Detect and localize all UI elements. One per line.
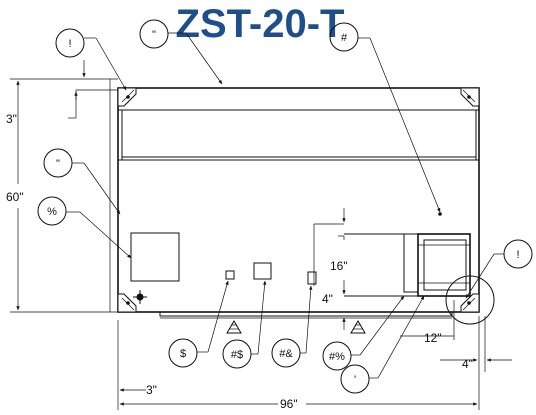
- dim-12-label: 12": [424, 331, 442, 345]
- corner-bracket-top-right: [460, 87, 480, 107]
- dim-3-bottom-label: 3": [146, 383, 157, 397]
- svg-text:#&: #&: [279, 348, 293, 360]
- dim-top-offset: [10, 60, 118, 119]
- dim-4-mid: [324, 280, 346, 330]
- crosshair-icon: [133, 290, 147, 304]
- dim-4-mid-label: 4": [322, 292, 333, 306]
- svg-text:": ": [56, 158, 60, 170]
- panel-box: [130, 232, 180, 282]
- callout-bubble: ': [340, 364, 370, 394]
- sensor-component: [307, 271, 317, 285]
- svg-text:!: !: [68, 38, 71, 50]
- dim-top-offset-label: 3": [6, 112, 17, 126]
- callout-bubble: #&: [271, 338, 301, 368]
- callout-bubble: #: [329, 22, 359, 52]
- svg-text:': ': [354, 374, 356, 386]
- dim-height-label: 60": [6, 190, 24, 204]
- callout-bubble: !: [503, 239, 533, 269]
- dim-width: [119, 372, 480, 410]
- callout-bubble: !: [55, 28, 85, 58]
- dim-12: [400, 300, 455, 340]
- dim-4-right: [440, 316, 512, 372]
- dim-16: [313, 208, 346, 286]
- medium-component: [253, 262, 272, 280]
- callout-bubble: %: [37, 196, 67, 226]
- svg-text:%: %: [47, 206, 57, 218]
- dim-3-bottom: [117, 320, 146, 410]
- callout-bubble: #%: [322, 341, 352, 371]
- corner-bracket-bottom-left: [117, 293, 137, 313]
- triangle-arrow-icon: [350, 320, 366, 334]
- detail-circle: [445, 275, 495, 325]
- callout-bubble: ": [43, 148, 73, 178]
- callout-bubble: ": [139, 19, 169, 49]
- svg-text:#: #: [341, 32, 348, 44]
- drawing-title: ZST-20-T: [176, 2, 345, 46]
- small-component: [225, 270, 235, 280]
- svg-text:!: !: [516, 249, 519, 261]
- svg-text:#$: #$: [231, 349, 243, 361]
- corner-bracket-bottom-right: [460, 293, 480, 313]
- drawer-unit: [344, 212, 471, 297]
- svg-text:": ": [152, 29, 156, 41]
- enclosure-outline: [117, 87, 480, 319]
- triangle-arrow-icon: [226, 320, 242, 334]
- dim-16-label: 16": [330, 259, 348, 273]
- dim-height: [10, 79, 118, 313]
- svg-text:$: $: [180, 348, 186, 360]
- callout-bubble: #$: [222, 339, 252, 369]
- dim-4-right-label: 4": [462, 357, 473, 371]
- callout-bubble: $: [168, 338, 198, 368]
- dim-width-label: 96": [280, 397, 298, 411]
- svg-text:#%: #%: [329, 351, 345, 363]
- corner-bracket-top-left: [117, 87, 137, 107]
